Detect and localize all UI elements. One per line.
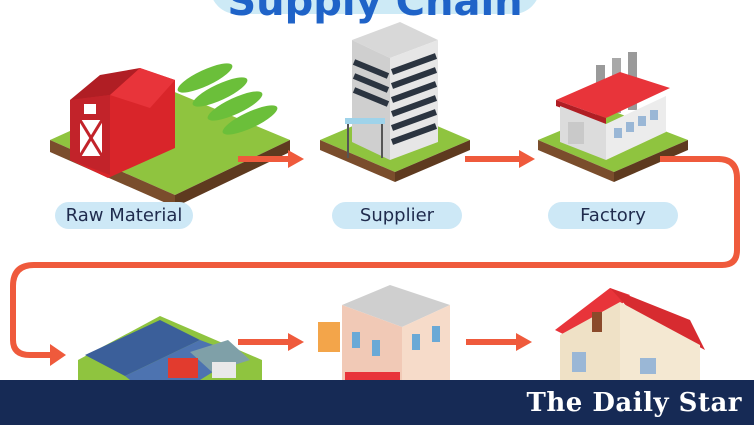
stage-label-supplier-text: Supplier <box>359 205 435 226</box>
diagram-title: Supply Chain <box>227 0 523 25</box>
stage-label-raw-material: Raw Material <box>55 202 193 229</box>
flow-arrows <box>10 150 740 366</box>
supplier-building-illustration <box>320 22 470 182</box>
warehouse-illustration <box>78 316 262 380</box>
publisher-logo: The Daily Star <box>526 388 742 418</box>
footer-bar: The Daily Star <box>0 380 754 425</box>
store-illustration <box>318 285 450 380</box>
stage-label-factory: Factory <box>548 202 678 229</box>
title-banner: Supply Chain <box>210 0 540 22</box>
stage-label-factory-text: Factory <box>580 205 646 226</box>
stage-label-raw-material-text: Raw Material <box>65 205 183 226</box>
house-illustration <box>555 288 705 380</box>
farm-barn-illustration <box>50 63 290 207</box>
stage-label-supplier: Supplier <box>332 202 462 229</box>
factory-illustration <box>538 52 688 182</box>
